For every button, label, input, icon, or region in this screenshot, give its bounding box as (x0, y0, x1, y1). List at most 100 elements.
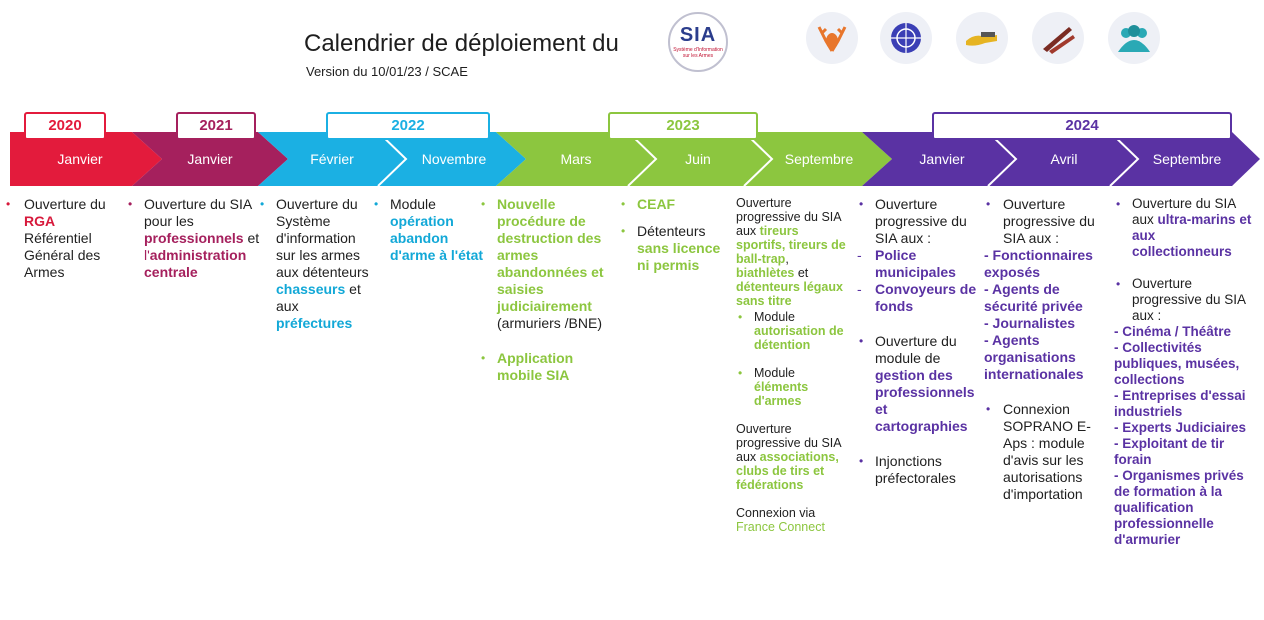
c1-text-1: Ouverture du (24, 196, 106, 212)
c4-module: Module (390, 196, 436, 212)
c5-armuriers: (armuriers /BNE) (497, 315, 603, 331)
column-2023-juin: • CEAF • Détenteurs sans licence ni perm… (621, 196, 721, 273)
c3-prefectures: préfectures (276, 315, 353, 331)
c7-et: et (797, 266, 809, 280)
c3-text-1: Ouverture du Système d'information sur l… (276, 196, 369, 280)
c10-text-1: Ouverture du SIA aux (1132, 196, 1236, 227)
hand-gun-icon (956, 12, 1008, 64)
c8-text-1: Ouverture progressive du SIA aux : (875, 196, 967, 246)
c6-sans-licence: sans licence ni permis (637, 240, 721, 273)
column-2024-janvier: • Ouverture progressive du SIA aux : - P… (857, 196, 977, 486)
year-2022: 2022 (326, 112, 490, 140)
c6-ceaf: CEAF (637, 196, 676, 212)
c7-autorisation: autorisation de détention (754, 324, 844, 352)
c7-biathletes: biathlètes (736, 266, 795, 280)
year-2020: 2020 (24, 112, 106, 140)
c2-admin: administration centrale (144, 247, 247, 280)
c1-rga: RGA (24, 213, 56, 229)
c7-tireurs: tireurs sportifs, tireurs de ball-trap (736, 224, 846, 266)
c8-ouverture-module: Ouverture du module de (875, 333, 957, 366)
c10-item-forain: - Exploitant de tir forain (1114, 436, 1225, 467)
month-septembre-2023: Septembre (784, 151, 854, 167)
c7-text-11: Ouverture progressive du SIA aux (736, 422, 841, 464)
c10-item-experts: - Experts Judiciaires (1114, 420, 1247, 435)
c2-text-1: Ouverture du SIA pour les (144, 196, 252, 229)
segment-2022 (258, 132, 526, 186)
month-janvier-2021: Janvier (187, 151, 233, 167)
c7-detenteurs-legaux: détenteurs légaux sans titre (736, 280, 843, 308)
chevron-sep-1 (377, 131, 408, 187)
column-2024-septembre: • Ouverture du SIA aux ultra-marins et a… (1114, 196, 1254, 548)
year-2023: 2023 (608, 112, 758, 140)
c10-item-entreprises: - Entreprises d'essai industriels (1114, 388, 1246, 419)
deer-icon (806, 12, 858, 64)
c9-soprano: Connexion SOPRANO E-Aps : module d'avis … (1003, 401, 1091, 502)
c7-comma: , (785, 252, 789, 266)
c10-item-cinema: - Cinéma / Théâtre (1114, 324, 1232, 339)
month-avril: Avril (1050, 151, 1078, 167)
c9-agents-orga: - Agents organisations internationales (984, 332, 1084, 382)
column-2021-janvier: • Ouverture du SIA pour les professionne… (128, 196, 260, 280)
target-icon (880, 12, 932, 64)
column-2020-janvier: • Ouverture du RGA Référentiel Général d… (6, 196, 106, 280)
c9-fonctionnaires: - Fonctionnaires exposés (984, 247, 1093, 280)
logo-text: SIA (679, 24, 717, 46)
c3-et-aux: et aux (276, 281, 361, 314)
segment-2021 (132, 132, 288, 186)
c7-associations: associations, clubs de tirs et fédératio… (736, 450, 839, 492)
chevron-sep-3 (743, 131, 774, 187)
c7-connexion: Connexion via (736, 506, 816, 520)
year-2024: 2024 (932, 112, 1232, 140)
year-2021: 2021 (176, 112, 256, 140)
timeline-ribbon (10, 131, 1260, 187)
column-2022-fevrier: • Ouverture du Système d'information sur… (260, 196, 369, 331)
c8-convoyeurs: Convoyeurs de fonds (875, 281, 977, 314)
segment-2020 (10, 132, 162, 186)
c10-text-3: Ouverture progressive du SIA aux : (1132, 276, 1246, 323)
month-mars: Mars (560, 151, 592, 167)
c1-text-3: Référentiel Général des Armes (24, 230, 101, 280)
month-novembre: Novembre (421, 151, 487, 167)
column-2024-avril: • Ouverture progressive du SIA aux : - F… (984, 196, 1104, 503)
c10-item-collectivites: - Collectivités publiques, musées, colle… (1114, 340, 1240, 387)
c3-chasseurs: chasseurs (276, 281, 346, 297)
c10-item-organismes: - Organismes privés de formation à la qu… (1114, 468, 1244, 547)
c9-journalistes: - Journalistes (984, 315, 1076, 331)
version-label: Version du 10/01/23 / SCAE (306, 64, 468, 79)
c5-app-mobile: Application mobile SIA (497, 350, 574, 383)
month-fevrier: Février (310, 151, 354, 167)
page-title: Calendrier de déploiement du (304, 30, 619, 57)
c7-module-2: Module (754, 366, 795, 380)
rifles-icon (1032, 12, 1084, 64)
month-janvier-2020: Janvier (57, 151, 103, 167)
c7-text-1: Ouverture progressive du SIA aux (736, 196, 841, 238)
month-janvier-2024: Janvier (919, 151, 965, 167)
month-septembre-2024: Septembre (1152, 151, 1222, 167)
c7-france-connect: France Connect (736, 520, 825, 534)
c2-l: l' (144, 247, 150, 263)
c9-agents-securite: - Agents de sécurité privée (984, 281, 1083, 314)
chevron-sep-5 (1109, 131, 1140, 187)
segment-2024 (862, 132, 1260, 186)
month-juin: Juin (685, 151, 711, 167)
c6-detenteurs: Détenteurs (637, 223, 706, 239)
column-2023-septembre: Ouverture progressive du SIA aux tireurs… (736, 196, 846, 534)
column-2023-mars: • Nouvelle procédure de destruction des … (481, 196, 604, 383)
c8-injonctions: Injonctions préfectorales (875, 453, 956, 486)
segment-2023 (496, 132, 892, 186)
c5-destruction: Nouvelle procédure de destruction des ar… (497, 196, 604, 314)
c2-professionnels: professionnels (144, 230, 244, 246)
c7-module-1: Module (754, 310, 795, 324)
c8-police: Police municipales (875, 247, 956, 280)
column-2022-novembre: • Module opération abandon d'arme à l'ét… (374, 196, 484, 263)
c8-gestion: gestion des professionnels et cartograph… (875, 367, 975, 434)
people-icon (1108, 12, 1160, 64)
c9-text-1: Ouverture progressive du SIA aux : (1003, 196, 1095, 246)
c4-operation: opération abandon d'arme à l'état (390, 213, 484, 263)
c2-et: et (247, 230, 260, 246)
chevron-sep-4 (987, 131, 1018, 187)
chevron-sep-2 (627, 131, 658, 187)
sia-logo: SIA Système d'Information sur les Armes (668, 12, 728, 72)
logo-subtext: Système d'Information sur les Armes (673, 47, 723, 59)
c10-ultramarins: ultra-marins et aux collectionneurs (1132, 212, 1252, 259)
